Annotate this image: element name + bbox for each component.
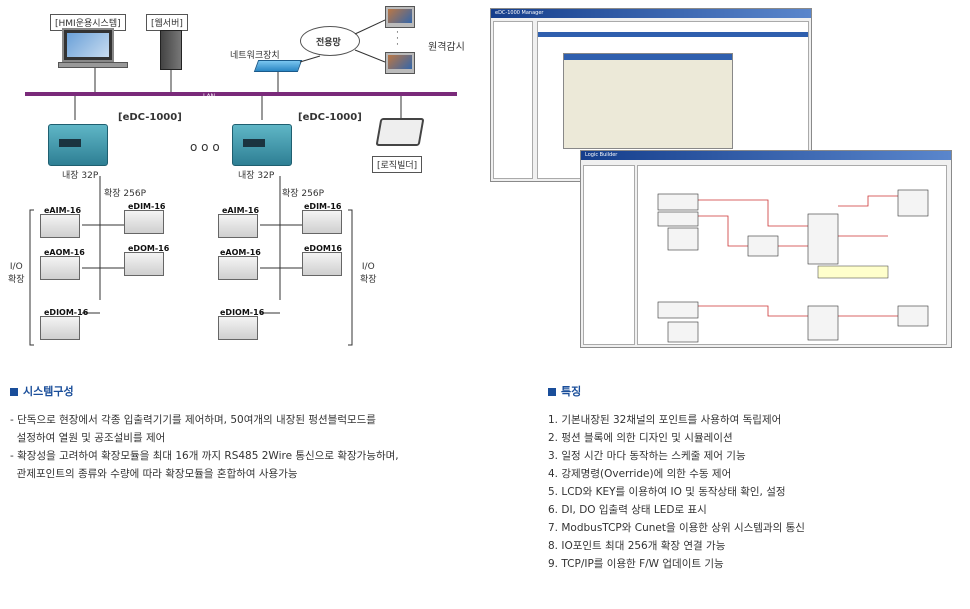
module-name: eAOM-16 [44, 248, 85, 257]
internal-right-label: 내장 32P [238, 171, 275, 181]
server-icon [160, 30, 182, 70]
system-title: 시스템구성 [23, 385, 74, 398]
logic-canvas [637, 165, 947, 345]
expand-left-label: 확장 256P [104, 189, 147, 199]
io-module [124, 252, 164, 276]
window-title: eDC-1000 Manager [491, 9, 811, 18]
lan-label: LAN [203, 93, 216, 100]
bullet-square-icon [10, 388, 18, 396]
io-module [124, 210, 164, 234]
remote-label: 원격감시 [428, 42, 465, 53]
features-title: 특징 [561, 385, 582, 398]
module-name: eAIM-16 [222, 206, 260, 215]
features-title-row: 특징 [548, 383, 958, 399]
logic-label: [로직빌더] [372, 156, 423, 173]
cloud-icon [300, 26, 360, 56]
edc-left-label: [eDC-1000] [118, 112, 182, 123]
hmi-monitor-icon [62, 28, 114, 62]
system-line: - 단독으로 현장에서 각종 입출력기기를 제어하며, 50여개의 내장된 펑션… [10, 414, 376, 426]
io-left-label: I/O 확장 [8, 262, 25, 285]
io-module [218, 316, 258, 340]
network-label: 네트워크장치 [230, 51, 280, 61]
io-module [40, 214, 80, 238]
laptop-icon [375, 118, 425, 146]
feature-item: 6. DI, DO 입출력 상태 LED로 표시 [548, 504, 707, 516]
edc-right-label: [eDC-1000] [298, 112, 362, 123]
remote-pc-icon [385, 6, 415, 28]
feature-item: 5. LCD와 KEY를 이용하여 IO 및 동작상태 확인, 설정 [548, 486, 786, 498]
feature-item: 8. IO포인트 최대 256개 확장 연결 가능 [548, 540, 726, 552]
module-name: eDOM16 [304, 244, 342, 253]
io-module [40, 316, 80, 340]
ellipsis: o o o [190, 140, 220, 154]
system-section: 시스템구성 - 단독으로 현장에서 각종 입출력기기를 제어하며, 50여개의 … [10, 383, 480, 483]
feature-item: 2. 펑션 블록에 의한 디자인 및 시뮬레이션 [548, 432, 733, 444]
io-right-label: I/O 확장 [360, 262, 377, 285]
io-module [218, 214, 258, 238]
features-section: 특징 1. 기본내장된 32채널의 포인트를 사용하여 독립제어 2. 펑션 블… [548, 383, 958, 573]
feature-item: 7. ModbusTCP와 Cunet을 이용한 상위 시스템과의 통신 [548, 522, 805, 534]
expand-right-label: 확장 256P [282, 189, 325, 199]
logic-builder-window: Logic Builder [580, 150, 952, 348]
edc-controller-icon [48, 124, 108, 166]
dialog-panel [563, 53, 733, 149]
system-title-row: 시스템구성 [10, 383, 480, 399]
module-name: eDIM-16 [304, 202, 342, 211]
io-module [218, 256, 258, 280]
window-title: Logic Builder [581, 151, 951, 160]
feature-item: 1. 기본내장된 32채널의 포인트를 사용하여 독립제어 [548, 414, 782, 426]
bullet-square-icon [548, 388, 556, 396]
remote-pc-icon [385, 52, 415, 74]
module-name: eDIM-16 [128, 202, 166, 211]
io-module [302, 210, 342, 234]
system-line: - 확장성을 고려하여 확장모듈을 최대 16개 까지 RS485 2Wire … [10, 450, 399, 462]
io-module [40, 256, 80, 280]
edc-controller-icon [232, 124, 292, 166]
feature-item: 3. 일정 시간 마다 동작하는 스케줄 제어 기능 [548, 450, 746, 462]
module-name: eDIOM-16 [220, 308, 265, 317]
system-line: 관제포인트의 종류와 수량에 따라 확장모듈을 혼합하여 사용가능 [10, 468, 298, 480]
module-name: eAIM-16 [44, 206, 82, 215]
module-name: eAOM-16 [220, 248, 261, 257]
feature-item: 9. TCP/IP를 이용한 F/W 업데이트 기능 [548, 558, 724, 570]
module-name: eDOM-16 [128, 244, 170, 253]
diagram-lines [25, 19, 457, 346]
internal-left-label: 내장 32P [62, 171, 99, 181]
hmi-keyboard-icon [58, 62, 128, 68]
feature-item: 4. 강제명령(Override)에 의한 수동 제어 [548, 468, 732, 480]
dedicated-label: 전용망 [316, 38, 341, 48]
module-name: eDIOM-16 [44, 308, 89, 317]
system-diagram: [HMI운용시스템] [웹서버] 네트워크장치 전용망 ··· 원격감시 [0, 0, 480, 350]
io-module [302, 252, 342, 276]
remote-dots: ··· [396, 28, 399, 50]
system-line: 설정하여 열원 및 공조설비를 제어 [10, 432, 166, 444]
